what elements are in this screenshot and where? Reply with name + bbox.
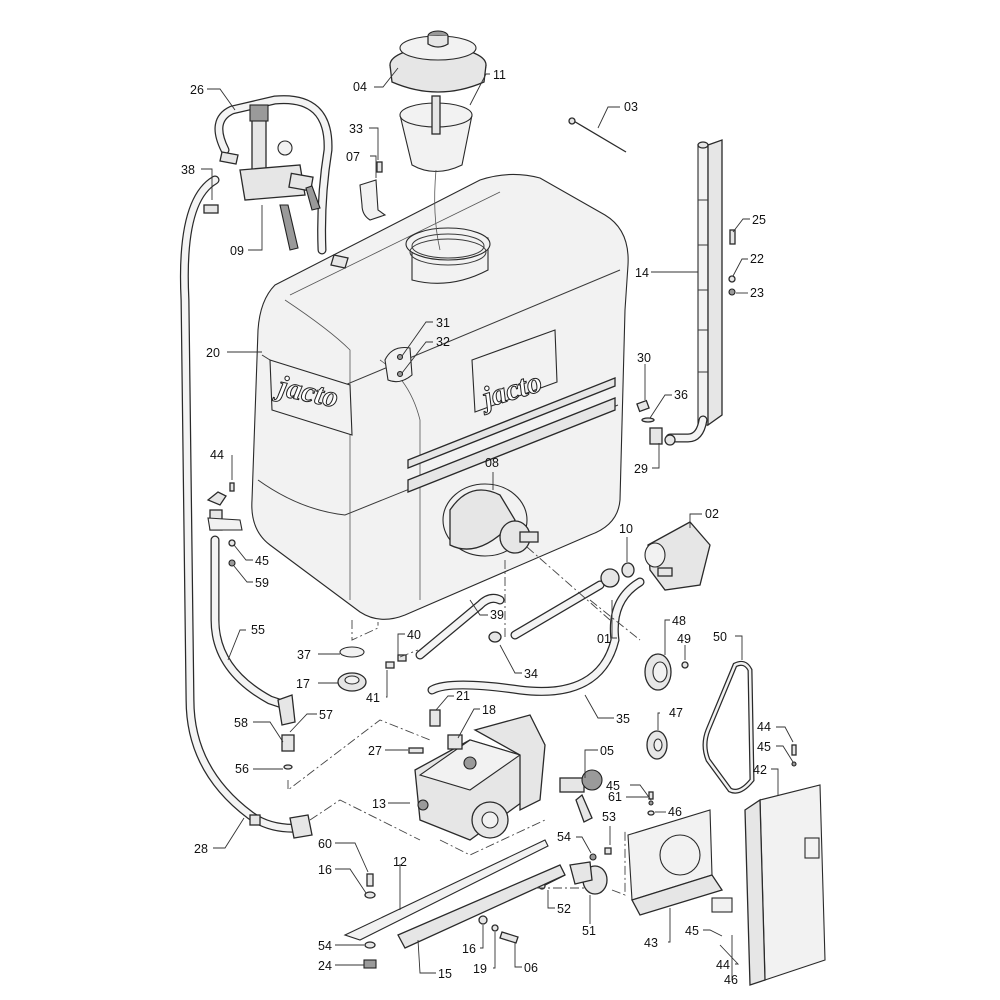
drain-fitting bbox=[636, 399, 676, 446]
callout-60: 60 bbox=[318, 837, 332, 851]
hose-fitting bbox=[219, 151, 239, 165]
callout-25: 25 bbox=[752, 213, 766, 227]
bolt bbox=[366, 873, 374, 887]
callout-07: 07 bbox=[346, 150, 360, 164]
callout-03: 03 bbox=[624, 100, 638, 114]
callout-08: 08 bbox=[485, 456, 499, 470]
callout-44a: 44 bbox=[210, 448, 224, 462]
callout-labels: 01 02 03 04 05 06 07 08 09 10 11 12 13 1… bbox=[181, 67, 794, 987]
callout-55: 55 bbox=[251, 623, 265, 637]
callout-34: 34 bbox=[524, 667, 538, 681]
control-valve bbox=[239, 104, 321, 251]
callout-01: 01 bbox=[597, 632, 611, 646]
callout-51: 51 bbox=[582, 924, 596, 938]
callout-61: 61 bbox=[608, 790, 622, 804]
mounting-rail-2 bbox=[397, 864, 566, 949]
o-ring bbox=[339, 646, 365, 658]
mounting-rail bbox=[343, 839, 549, 941]
callout-54a: 54 bbox=[557, 830, 571, 844]
tank: jacto jacto bbox=[251, 173, 629, 620]
callout-17: 17 bbox=[296, 677, 310, 691]
callout-16a: 16 bbox=[318, 863, 332, 877]
callout-45a: 45 bbox=[255, 554, 269, 568]
callout-15: 15 bbox=[438, 967, 452, 981]
callout-42: 42 bbox=[753, 763, 767, 777]
callout-49: 49 bbox=[677, 632, 691, 646]
tank-lid bbox=[389, 30, 487, 93]
callout-23: 23 bbox=[750, 286, 764, 300]
callout-44b: 44 bbox=[757, 720, 771, 734]
cable-tie bbox=[571, 119, 627, 153]
callout-46b: 46 bbox=[724, 973, 738, 987]
level-gauge-tube bbox=[665, 139, 723, 443]
elbow-fitting bbox=[429, 709, 441, 727]
callout-45b: 45 bbox=[757, 740, 771, 754]
callout-04: 04 bbox=[353, 80, 367, 94]
callout-36: 36 bbox=[674, 388, 688, 402]
callout-46a: 46 bbox=[668, 805, 682, 819]
callout-45d: 45 bbox=[685, 924, 699, 938]
callout-43: 43 bbox=[644, 936, 658, 950]
callout-45c: 45 bbox=[606, 779, 620, 793]
callout-29: 29 bbox=[634, 462, 648, 476]
callout-10: 10 bbox=[619, 522, 633, 536]
callout-50: 50 bbox=[713, 630, 727, 644]
agitator-nozzle bbox=[281, 734, 295, 752]
callout-13: 13 bbox=[372, 797, 386, 811]
callout-09: 09 bbox=[230, 244, 244, 258]
callout-05: 05 bbox=[600, 744, 614, 758]
callout-22: 22 bbox=[750, 252, 764, 266]
callout-14: 14 bbox=[635, 266, 649, 280]
callout-11: 11 bbox=[493, 68, 506, 82]
callout-32: 32 bbox=[436, 335, 450, 349]
callout-52: 52 bbox=[557, 902, 571, 916]
callout-31: 31 bbox=[436, 316, 450, 330]
pump-pulley bbox=[644, 653, 672, 691]
callout-44c: 44 bbox=[716, 958, 730, 972]
callout-58: 58 bbox=[234, 716, 248, 730]
belt-guard bbox=[711, 784, 826, 986]
assembly-lines bbox=[287, 546, 641, 896]
callout-59: 59 bbox=[255, 576, 269, 590]
callout-57: 57 bbox=[319, 708, 333, 722]
mounting-plate bbox=[627, 809, 724, 916]
callout-06: 06 bbox=[524, 961, 538, 975]
callout-47: 47 bbox=[669, 706, 683, 720]
callout-30: 30 bbox=[637, 351, 651, 365]
callout-27: 27 bbox=[368, 744, 382, 758]
hose-bracket bbox=[359, 179, 387, 221]
callout-56: 56 bbox=[235, 762, 249, 776]
callout-20: 20 bbox=[206, 346, 220, 360]
callout-40: 40 bbox=[407, 628, 421, 642]
callout-35: 35 bbox=[616, 712, 630, 726]
callout-12: 12 bbox=[393, 855, 407, 869]
callout-38: 38 bbox=[181, 163, 195, 177]
filter-housing bbox=[644, 521, 711, 591]
callout-02: 02 bbox=[705, 507, 719, 521]
pressure-regulator bbox=[559, 769, 603, 823]
callout-28: 28 bbox=[194, 842, 208, 856]
callout-24: 24 bbox=[318, 959, 332, 973]
screw bbox=[729, 229, 736, 245]
strainer-basket bbox=[399, 95, 473, 251]
callout-33: 33 bbox=[349, 122, 363, 136]
pulley-hub bbox=[646, 730, 668, 760]
suction-filter bbox=[442, 483, 539, 557]
callout-54b: 54 bbox=[318, 939, 332, 953]
callout-18: 18 bbox=[482, 703, 496, 717]
callout-37: 37 bbox=[297, 648, 311, 662]
callout-21: 21 bbox=[456, 689, 470, 703]
callout-53: 53 bbox=[602, 810, 616, 824]
callout-48: 48 bbox=[672, 614, 686, 628]
callout-39: 39 bbox=[490, 608, 504, 622]
callout-41: 41 bbox=[366, 691, 380, 705]
agitator-hose bbox=[210, 535, 290, 710]
pump bbox=[414, 714, 546, 841]
pump-key bbox=[408, 747, 424, 754]
callout-16b: 16 bbox=[462, 942, 476, 956]
callout-26: 26 bbox=[190, 83, 204, 97]
agitator-return-fitting bbox=[206, 491, 243, 531]
pressure-valve-knob bbox=[569, 861, 608, 895]
callout-19: 19 bbox=[473, 962, 487, 976]
